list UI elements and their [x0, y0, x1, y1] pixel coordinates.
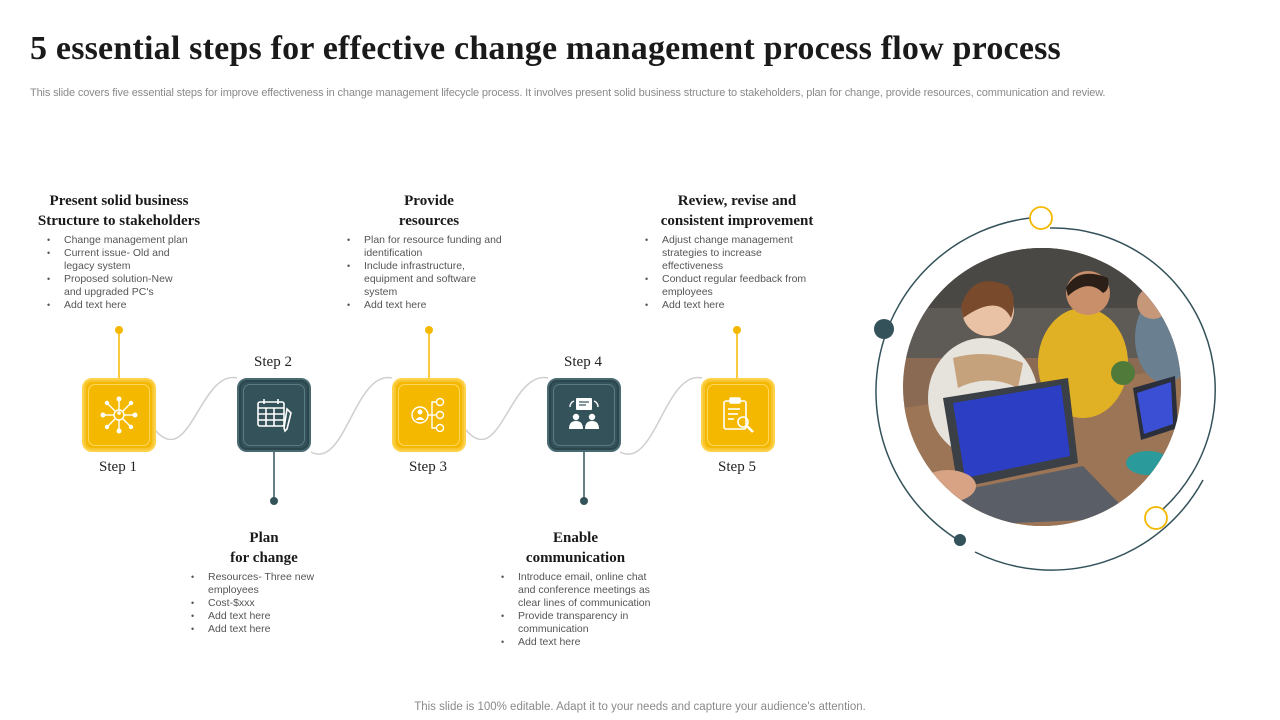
stem-dot	[733, 326, 741, 334]
slide-title: 5 essential steps for effective change m…	[30, 30, 1061, 67]
ring-dot-teal-left	[874, 319, 894, 339]
clipboard-search-icon	[723, 397, 754, 433]
ring-dot-yellow-bottom	[1144, 506, 1168, 530]
team-meeting-photo-icon	[903, 248, 1181, 526]
step-3-box[interactable]	[392, 378, 466, 452]
step-1-label: Step 1	[99, 459, 137, 475]
outer-ring-arc	[875, 217, 1031, 541]
bullet-item: Add text here	[188, 623, 358, 636]
inner-ring-arc	[1049, 227, 1216, 511]
network-people-icon	[100, 396, 138, 434]
team-meeting-photo	[903, 248, 1181, 526]
bullet-item: Plan for resource funding andidentificat…	[344, 234, 514, 260]
bullet-item: Add text here	[642, 299, 832, 312]
step-1-bullets: Change management plan Current issue- Ol…	[44, 234, 214, 312]
bullet-item: Include infrastructure,equipment and sof…	[344, 260, 514, 299]
team-presentation-icon	[569, 398, 599, 429]
stem-dot	[115, 326, 123, 334]
step-3-label: Step 3	[409, 459, 447, 475]
bullet-item: Add text here	[188, 610, 358, 623]
step-5-box[interactable]	[701, 378, 775, 452]
outer-ring-arc	[974, 479, 1204, 571]
calendar-pen-icon	[257, 399, 292, 433]
wave-connector	[154, 377, 238, 441]
stem-dot	[580, 497, 588, 505]
step-1-box[interactable]	[82, 378, 156, 452]
step-2-label: Step 2	[254, 354, 292, 370]
bullet-item: Change management plan	[44, 234, 214, 247]
step-3-bullets: Plan for resource funding andidentificat…	[344, 234, 514, 312]
wave-connector	[619, 377, 703, 455]
step-5-label: Step 5	[718, 459, 756, 475]
bullet-item: Cost-$xxx	[188, 597, 358, 610]
stem-dot	[270, 497, 278, 505]
step-4-label: Step 4	[564, 354, 602, 370]
ring-dot-teal-bottom	[954, 534, 966, 546]
wave-connector	[465, 377, 549, 441]
slide-footer: This slide is 100% editable. Adapt it to…	[414, 701, 866, 713]
slide-subtitle: This slide covers five essential steps f…	[30, 87, 1106, 99]
bullet-item: Add text here	[44, 299, 214, 312]
step-4-box[interactable]	[547, 378, 621, 452]
bullet-item: Add text here	[498, 636, 673, 649]
ring-dot-yellow-top	[1029, 206, 1053, 230]
wave-connector	[310, 377, 393, 455]
stem-dot	[425, 326, 433, 334]
person-hierarchy-icon	[411, 397, 445, 433]
bullet-item: Add text here	[344, 299, 514, 312]
step-2-box[interactable]	[237, 378, 311, 452]
